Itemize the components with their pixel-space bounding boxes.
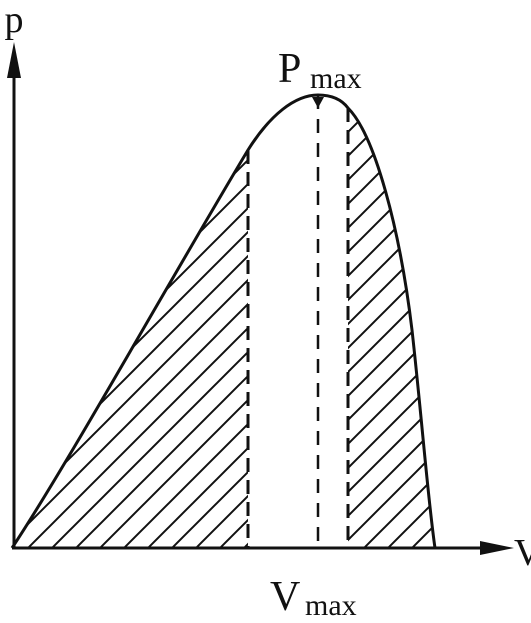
vmax-marker — [312, 97, 324, 108]
power-curve — [10, 93, 437, 549]
x-axis-label: V — [514, 532, 531, 574]
vmax-label-main: V — [270, 574, 300, 620]
y-axis-arrow — [7, 42, 21, 78]
x-axis-arrow — [480, 541, 514, 555]
pmax-label-main: P — [278, 46, 301, 92]
vmax-label-sub: max — [305, 589, 357, 622]
pmax-label-sub: max — [310, 62, 362, 95]
y-axis-label: p — [5, 0, 24, 41]
